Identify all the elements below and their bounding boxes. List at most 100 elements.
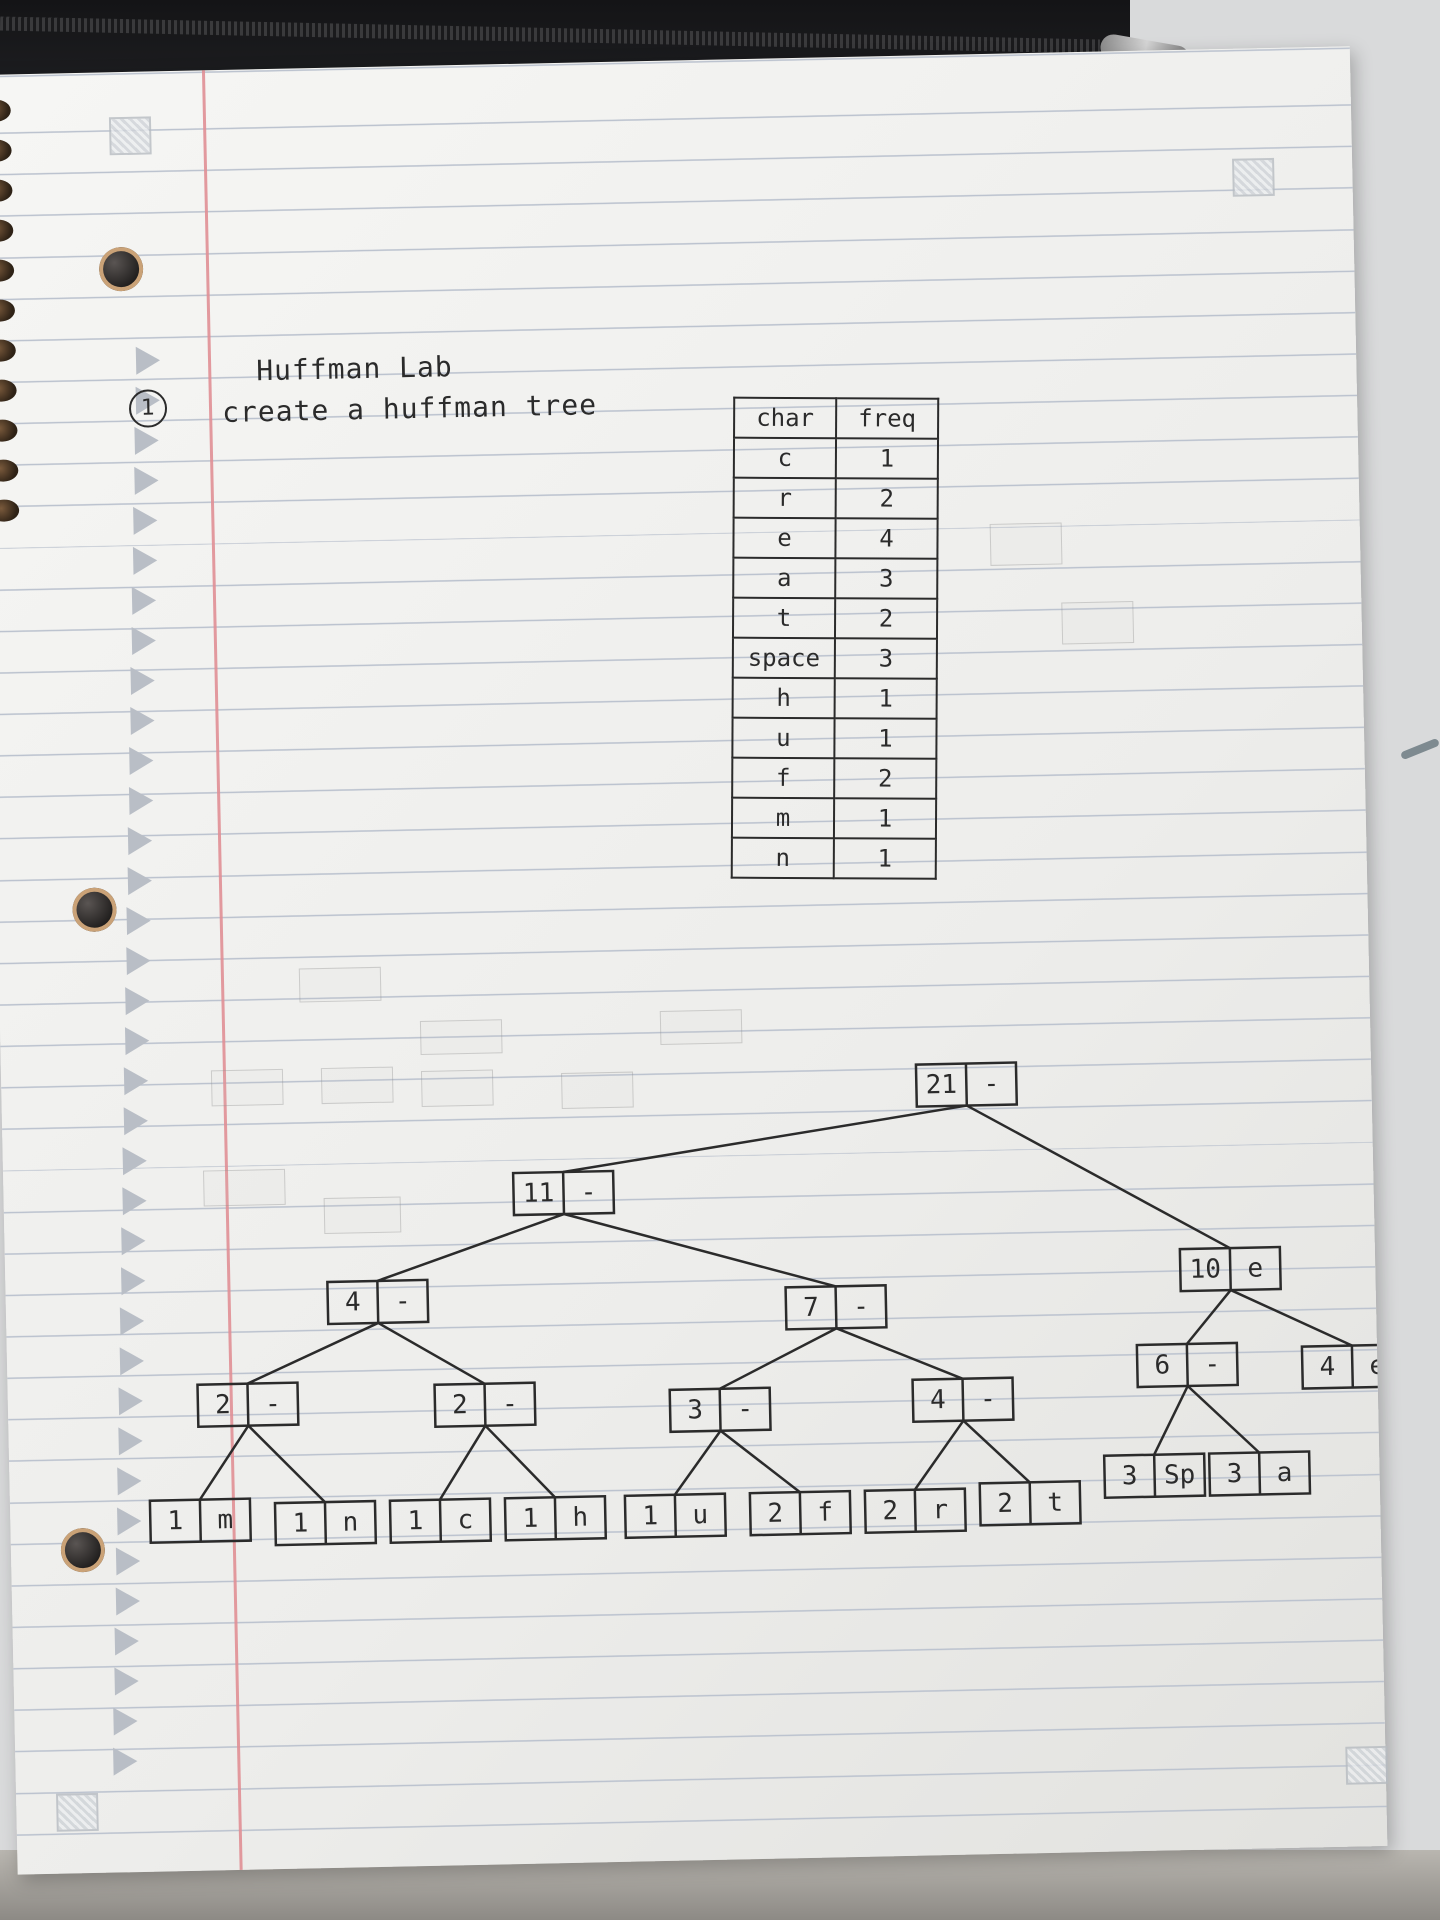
node-symbol: - (983, 1069, 999, 1099)
tree-node: 2- (433, 1381, 537, 1429)
tree-node: 10 e (1178, 1245, 1282, 1293)
tree-node: 7- (784, 1284, 888, 1331)
tree-edge (562, 1104, 968, 1174)
node-weight: 1 (642, 1501, 658, 1531)
node-symbol: t (1047, 1488, 1063, 1518)
node-divider (1028, 1482, 1032, 1525)
tree-edge (966, 1104, 1231, 1250)
node-divider (913, 1489, 917, 1532)
tree-edge (438, 1425, 487, 1501)
node-weight: 2 (767, 1498, 783, 1528)
node-divider (1257, 1452, 1262, 1495)
node-symbol: r (932, 1495, 948, 1525)
zipper (0, 16, 1101, 54)
node-symbol: - (980, 1384, 996, 1414)
node-weight: 7 (803, 1293, 819, 1323)
node-divider (961, 1378, 965, 1421)
node-weight: 21 (925, 1070, 957, 1101)
tree-node: 4- (326, 1278, 430, 1326)
tree-node: 4- (911, 1376, 1015, 1424)
node-symbol: e (1247, 1253, 1263, 1283)
node-symbol: c (457, 1505, 473, 1535)
node-symbol: - (1204, 1349, 1220, 1379)
node-divider (553, 1497, 558, 1540)
tree-edge (1230, 1288, 1353, 1347)
tree-edge (913, 1419, 965, 1491)
tree-root-node: 21- (914, 1061, 1019, 1108)
tree-edge (377, 1321, 486, 1385)
node-divider (561, 1172, 566, 1215)
node-divider (323, 1502, 328, 1545)
tree-edge (1153, 1385, 1189, 1456)
tree-node: 6- (1135, 1341, 1239, 1389)
node-weight: 1 (407, 1506, 423, 1536)
node-weight: 2 (882, 1496, 898, 1526)
node-weight: 3 (1121, 1461, 1137, 1491)
node-divider (798, 1492, 802, 1535)
node-weight: 3 (687, 1395, 703, 1425)
tree-edge (484, 1424, 556, 1499)
node-symbol: h (572, 1503, 588, 1533)
node-weight: 2 (997, 1489, 1013, 1519)
tree-edge (247, 1424, 326, 1503)
node-weight: 6 (1154, 1350, 1170, 1380)
node-divider (1350, 1345, 1355, 1388)
tree-edge (962, 1419, 1031, 1484)
node-weight: 2 (452, 1390, 468, 1420)
tree-node: 3- (668, 1386, 772, 1434)
node-divider (198, 1499, 203, 1542)
node-divider (376, 1280, 380, 1323)
node-symbol: u (692, 1500, 708, 1530)
node-symbol: - (395, 1286, 411, 1316)
node-weight: 1 (167, 1506, 183, 1536)
node-symbol: - (580, 1177, 596, 1207)
pen-tip (1399, 737, 1440, 761)
tree-edge (673, 1430, 722, 1496)
node-weight: 2 (215, 1390, 231, 1420)
node-divider (1185, 1343, 1189, 1387)
tree-edge (1185, 1289, 1232, 1345)
node-divider (673, 1494, 678, 1537)
node-symbol: e (1369, 1351, 1385, 1381)
node-symbol: f (817, 1497, 833, 1527)
node-divider (1228, 1248, 1232, 1291)
node-weight: 4 (345, 1287, 361, 1317)
tree-edge (198, 1424, 250, 1501)
node-symbol: - (265, 1389, 281, 1419)
tree-node: 2- (196, 1381, 300, 1428)
node-weight: 3 (1226, 1459, 1242, 1489)
node-divider (246, 1383, 250, 1426)
node-divider (1152, 1454, 1157, 1497)
tree-edge (719, 1429, 801, 1494)
tree-edge (563, 1212, 836, 1288)
node-symbol: - (502, 1389, 518, 1419)
node-weight: 1 (522, 1504, 538, 1534)
tree-node: 11- (511, 1169, 616, 1217)
node-weight: 10 (1189, 1254, 1221, 1285)
tree-edge (1186, 1385, 1260, 1454)
tree-edge (719, 1327, 838, 1390)
node-divider (483, 1383, 487, 1426)
tree-edge (835, 1327, 963, 1380)
node-symbol: m (217, 1505, 233, 1535)
node-symbol: - (853, 1292, 869, 1322)
node-divider (438, 1499, 443, 1542)
node-weight: 1 (292, 1508, 308, 1538)
node-divider (964, 1063, 969, 1106)
node-symbol: a (1276, 1458, 1292, 1488)
tree-edge (376, 1212, 565, 1283)
node-divider (834, 1286, 838, 1329)
node-symbol: n (342, 1507, 358, 1537)
node-weight: 4 (1319, 1352, 1335, 1382)
